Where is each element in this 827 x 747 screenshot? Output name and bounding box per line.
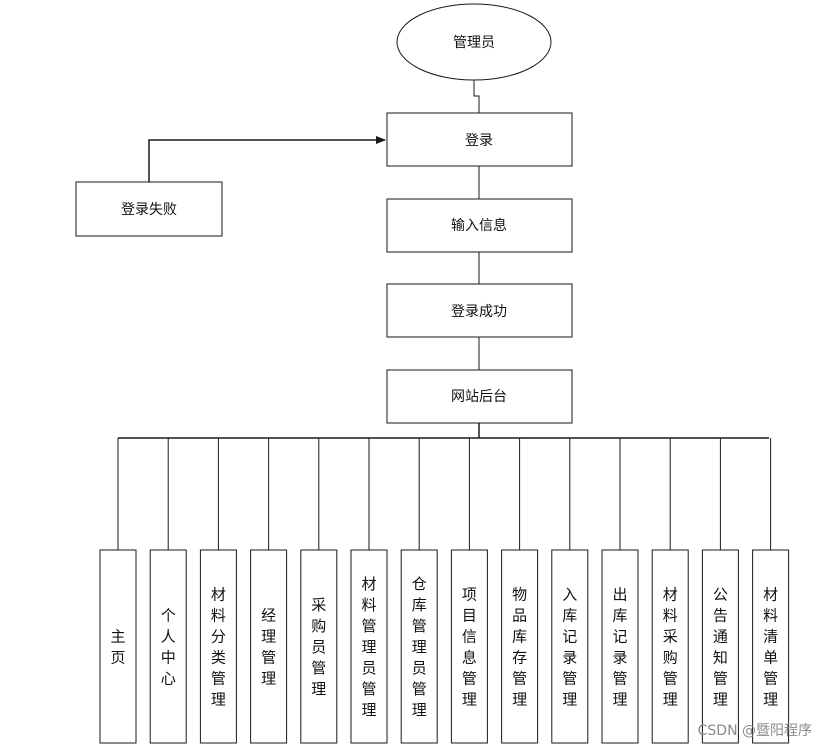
module-box: [501, 549, 539, 744]
module-label: 材料分类管理: [211, 586, 226, 709]
module-label: 公告通知管理: [713, 586, 728, 709]
admin-node: 管理员: [396, 3, 552, 81]
module-box: [651, 549, 689, 744]
admin-label: 管理员: [453, 35, 495, 51]
module-label: 入库记录管理: [562, 586, 577, 709]
module-node: 入库记录管理: [551, 438, 589, 744]
module-label: 项目信息管理: [462, 586, 477, 709]
module-label: 材料采购管理: [663, 586, 678, 709]
module-node: 材料清单管理: [752, 438, 790, 744]
module-node: 主页: [99, 438, 137, 744]
module-node: 出库记录管理: [601, 438, 639, 744]
login-success-node: 登录成功: [386, 283, 573, 338]
module-label: 采购员管理: [311, 596, 326, 698]
module-node: 个人中心: [149, 438, 187, 744]
module-box: [601, 549, 639, 744]
module-node: 材料管理员管理: [350, 438, 388, 744]
module-box: [300, 549, 338, 744]
module-box: [350, 549, 388, 744]
module-node: 材料采购管理: [651, 438, 689, 744]
module-node: 材料分类管理: [199, 438, 237, 744]
input-info-node: 输入信息: [386, 198, 573, 253]
admin-login-connector: [473, 80, 480, 113]
module-node: 物品库存管理: [501, 438, 539, 744]
module-node: 仓库管理员管理: [400, 438, 438, 744]
login-fail-label: 登录失败: [121, 202, 177, 218]
module-box: [400, 549, 438, 744]
module-label: 出库记录管理: [612, 586, 627, 709]
module-node: 公告通知管理: [701, 438, 739, 744]
module-box: [752, 549, 790, 744]
module-label: 材料清单管理: [763, 586, 778, 709]
module-label: 个人中心: [161, 607, 176, 688]
backend-node: 网站后台: [386, 369, 573, 424]
module-node: 经理管理: [250, 438, 288, 744]
modules-group: 主页 个人中心 材料分类管理 经理管理 采购员管理 材料管理员管理 仓库管理员管理 项目信息管…: [99, 438, 790, 744]
module-box: [701, 549, 739, 744]
module-label: 主页: [110, 628, 125, 667]
login-success-label: 登录成功: [451, 304, 507, 320]
watermark-text: CSDN @暨阳程序: [698, 723, 812, 739]
login-label: 登录: [465, 133, 493, 149]
module-box: [149, 549, 187, 744]
input-info-label: 输入信息: [451, 217, 507, 234]
backend-label: 网站后台: [451, 389, 507, 405]
module-node: 项目信息管理: [450, 438, 488, 744]
login-fail-node: 登录失败: [75, 181, 223, 237]
module-box: [450, 549, 488, 744]
module-box: [199, 549, 237, 744]
module-label: 材料管理员管理: [361, 575, 376, 719]
module-node: 采购员管理: [300, 438, 338, 744]
module-box: [250, 549, 288, 744]
fail-retry-arrow: [148, 136, 386, 182]
module-box: [99, 549, 137, 744]
login-node: 登录: [386, 112, 573, 167]
module-label: 经理管理: [261, 607, 276, 688]
module-label: 物品库存管理: [512, 586, 527, 709]
module-box: [551, 549, 589, 744]
module-label: 仓库管理员管理: [412, 575, 427, 719]
